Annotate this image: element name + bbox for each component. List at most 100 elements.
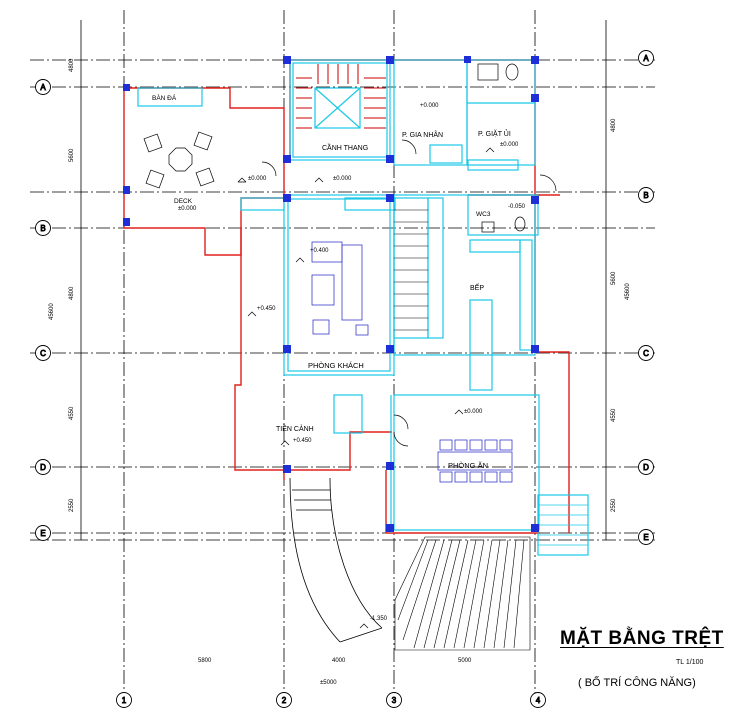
level-deck: ±0.000 xyxy=(248,176,267,182)
bubble-row-e-left: E xyxy=(35,525,51,541)
armchair xyxy=(312,319,330,335)
level-texts: ±0.000 ±0.000 ±0.000 +0.000 ±0.000 -0.05… xyxy=(178,103,526,622)
drawing-title-block: MẶT BẰNG TRỆT xyxy=(560,628,740,650)
svg-text:B: B xyxy=(40,224,45,233)
svg-text:C: C xyxy=(643,349,649,358)
svg-text:4550: 4550 xyxy=(611,408,617,422)
core-stair-treads xyxy=(296,64,386,129)
room-labels: BÀN ĐÁ DECK CẦNH THANG P. GIA NHÂN P. GI… xyxy=(152,93,511,470)
label-bep: BẾP xyxy=(470,282,484,292)
level-tien-canh: +0.450 xyxy=(293,438,312,444)
kitchen-counter-right xyxy=(469,239,521,253)
front-boundary xyxy=(284,431,392,471)
label-phong-an: PHÒNG ĂN xyxy=(448,461,488,470)
level-khach: +0.400 xyxy=(310,248,329,254)
door-gia-nhan xyxy=(401,139,417,155)
label-phong-khach: PHÒNG KHÁCH xyxy=(308,361,364,370)
dining-set xyxy=(437,439,513,483)
svg-text:C: C xyxy=(40,349,46,358)
roof-outline xyxy=(394,536,531,651)
kitchen xyxy=(393,194,536,356)
svg-text:A: A xyxy=(643,54,649,63)
level-ramp: -1.350 xyxy=(370,616,388,622)
svg-text:4000: 4000 xyxy=(332,658,346,664)
deck-steps xyxy=(240,197,285,211)
gia-nhan-bath xyxy=(429,144,463,164)
bubble-row-a-right: A xyxy=(638,50,654,66)
bubble-row-c-left: C xyxy=(35,345,51,361)
elevator-x2 xyxy=(314,87,361,129)
giat-ui-room xyxy=(466,59,536,166)
laundry-toilet xyxy=(505,63,519,81)
bubble-col-1: 1 xyxy=(116,692,132,708)
svg-text:45600: 45600 xyxy=(625,283,631,300)
svg-text:4800: 4800 xyxy=(611,118,617,132)
bubble-col-2: 2 xyxy=(276,692,292,708)
deck-planter xyxy=(344,197,396,211)
bubble-row-a-left: A xyxy=(35,79,51,95)
svg-text:1: 1 xyxy=(122,696,127,705)
svg-text:4550: 4550 xyxy=(69,406,75,420)
structural-columns xyxy=(123,56,539,532)
bubble-col-3: 3 xyxy=(386,692,402,708)
level-wc: -0.050 xyxy=(508,204,526,210)
grid-bubbles: A B C D E A B C D E 1 2 3 4 xyxy=(35,50,654,708)
sofa-set xyxy=(311,241,369,336)
svg-text:E: E xyxy=(40,529,45,538)
living-room-inner xyxy=(287,198,391,372)
dining-table xyxy=(437,451,513,471)
level-phong-an: ±0.000 xyxy=(464,409,483,415)
chair-1 xyxy=(143,133,163,153)
svg-text:4: 4 xyxy=(536,696,541,705)
ramp-outer xyxy=(289,477,341,643)
stair-core-inner xyxy=(292,62,388,158)
label-wc: WC3 xyxy=(476,211,491,218)
door-swings xyxy=(261,139,557,447)
svg-text:±5000: ±5000 xyxy=(320,680,337,686)
hatched-roof xyxy=(394,536,531,651)
svg-text:5800: 5800 xyxy=(198,658,212,664)
stair-core xyxy=(289,59,391,161)
drawing-title: MẶT BẰNG TRỆT xyxy=(560,628,724,649)
label-tien-canh: TIỀN CẢNH xyxy=(276,423,314,433)
bubble-row-b-right: B xyxy=(638,187,654,203)
wc-fixtures xyxy=(477,63,526,233)
entry-step xyxy=(333,394,363,434)
label-p-giat-ui: P. GIẶT ỦI xyxy=(478,129,511,138)
chair-2 xyxy=(193,131,213,151)
kitchen-counter-side xyxy=(519,239,533,351)
svg-text:A: A xyxy=(40,83,46,92)
laundry-sink xyxy=(477,63,499,81)
drawing-scale: TL 1/100 xyxy=(676,659,704,666)
tv-unit xyxy=(355,324,369,336)
sofa-back xyxy=(311,241,343,263)
wc-sink xyxy=(481,221,495,233)
wc-toilet xyxy=(514,216,526,232)
level-stair: ±0.000 xyxy=(333,176,352,182)
right-boundary xyxy=(534,195,570,533)
ban-da xyxy=(137,87,203,107)
svg-text:E: E xyxy=(643,533,648,542)
svg-text:2550: 2550 xyxy=(69,498,75,512)
stair-main xyxy=(393,197,429,339)
svg-text:4800: 4800 xyxy=(69,58,75,72)
entry-ramp xyxy=(289,477,383,643)
living-room xyxy=(283,194,395,376)
svg-text:45600: 45600 xyxy=(49,303,55,320)
dimension-labels: 4800 5600 4800 4550 2550 45600 4800 5600… xyxy=(49,58,631,686)
octagon-table xyxy=(168,147,193,172)
door-dining xyxy=(393,414,409,430)
level-giat-ui: ±0.000 xyxy=(500,142,519,148)
right-steps-treads xyxy=(538,504,588,546)
drawing-subtitle: ( BỐ TRÍ CÔNG NĂNG) xyxy=(578,677,696,689)
level-markers xyxy=(237,147,495,629)
sofa-long xyxy=(341,244,363,321)
deck-left-boundary xyxy=(123,88,284,256)
chair-4 xyxy=(195,167,215,187)
chair-3 xyxy=(145,169,165,189)
bubble-row-d-right: D xyxy=(638,459,654,475)
main-stair-treads xyxy=(394,209,428,331)
svg-text:5600: 5600 xyxy=(69,148,75,162)
svg-text:5600: 5600 xyxy=(611,271,617,285)
svg-text:5000: 5000 xyxy=(458,658,472,664)
